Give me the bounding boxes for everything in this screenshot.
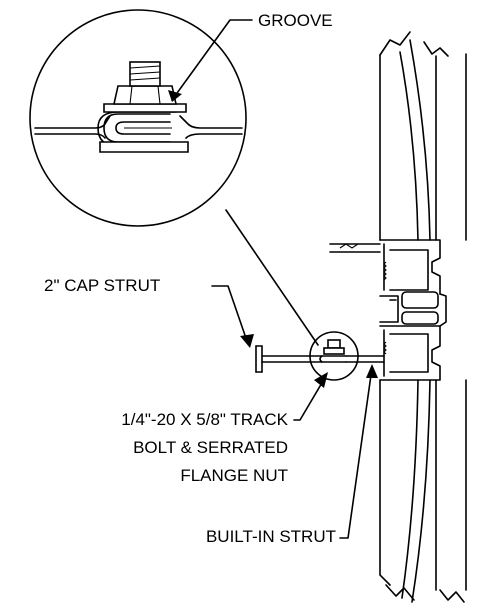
track-bolt-callout: 1/4"-20 X 5/8" TRACK BOLT & SERRATED FLA… [121,372,328,485]
cap-strut-callout: 2" CAP STRUT [44,276,254,348]
track-bolt-label-line2: BOLT & SERRATED [133,438,288,457]
built-in-strut-label: BUILT-IN STRUT [206,527,336,546]
cap-strut-label: 2" CAP STRUT [44,276,160,295]
groove-callout: GROOVE [168,11,333,102]
wall-panel-section [379,31,467,603]
frame-extrusion [329,239,447,381]
groove-label: GROOVE [258,11,333,30]
built-in-strut-callout: BUILT-IN STRUT [206,364,378,546]
track-bolt-label-line3: FLANGE NUT [180,466,288,485]
enlarged-bolt-assembly [34,61,243,153]
track-bolt-label-line1: 1/4"-20 X 5/8" TRACK [121,410,288,429]
detail-callout-circle [29,9,319,346]
cap-strut-assembly [255,331,385,381]
